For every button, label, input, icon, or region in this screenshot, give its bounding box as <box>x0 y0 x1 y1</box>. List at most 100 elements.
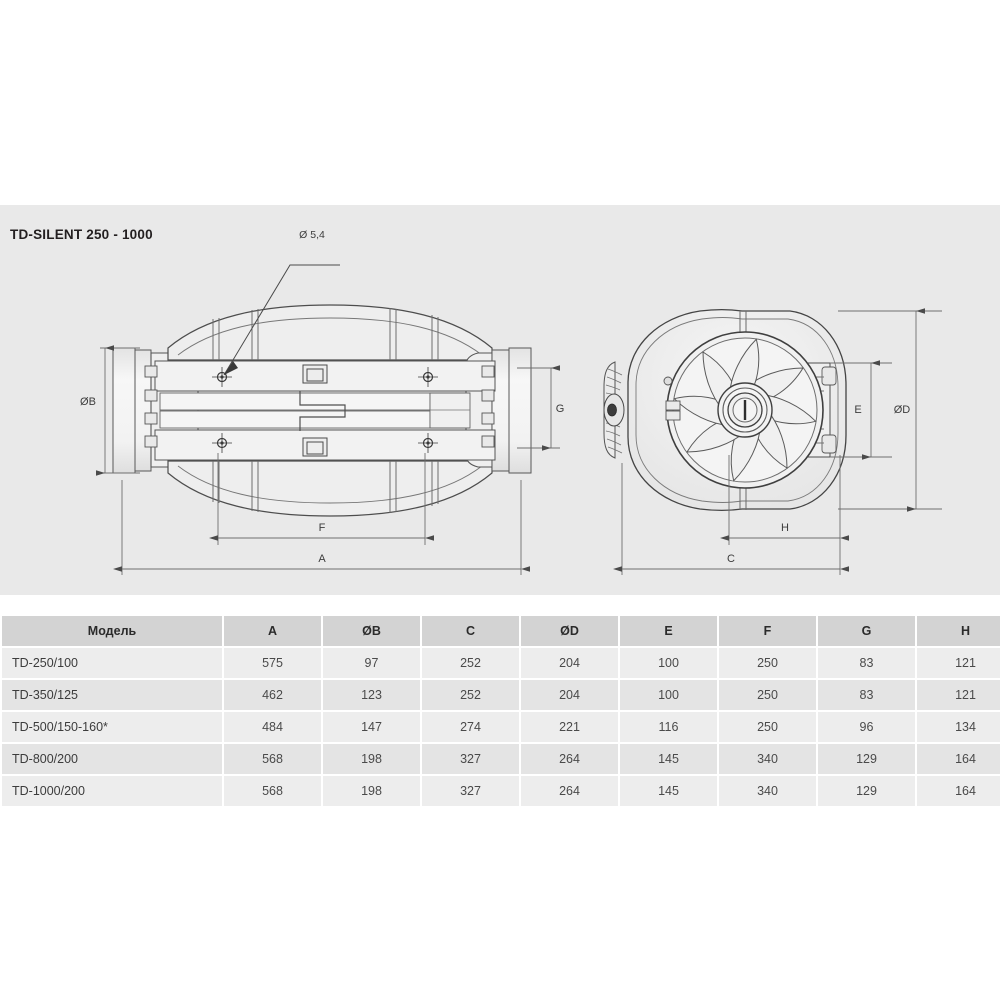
cell-g: 129 <box>818 744 915 774</box>
cell-g: 96 <box>818 712 915 742</box>
cell-h: 164 <box>917 744 1000 774</box>
internal-step-profile <box>299 391 346 431</box>
table-row: TD-250/100 575 97 252 204 100 250 83 121 <box>2 648 1000 678</box>
dimension-label-a: A <box>318 553 326 565</box>
cell-c: 327 <box>422 744 519 774</box>
outlet-duct-ribs <box>821 366 837 454</box>
column-header-c: C <box>422 616 519 646</box>
dimension-h <box>720 455 849 545</box>
body-upper-shell <box>167 304 493 361</box>
cell-e: 100 <box>620 648 717 678</box>
cell-a: 462 <box>224 680 321 710</box>
cell-c: 252 <box>422 680 519 710</box>
cell-a: 484 <box>224 712 321 742</box>
dimension-g <box>517 365 560 451</box>
cell-f: 340 <box>719 744 816 774</box>
cell-f: 250 <box>719 712 816 742</box>
dimension-label-ob: ØB <box>80 396 96 408</box>
cell-g: 129 <box>818 776 915 806</box>
column-header-f: F <box>719 616 816 646</box>
cell-ob: 198 <box>323 744 420 774</box>
cell-h: 134 <box>917 712 1000 742</box>
table-row: TD-500/150-160* 484 147 274 221 116 250 … <box>2 712 1000 742</box>
cell-od: 264 <box>521 744 618 774</box>
cell-g: 83 <box>818 680 915 710</box>
cell-ob: 97 <box>323 648 420 678</box>
motor-mount-block <box>429 392 471 429</box>
inner-duct-walls <box>159 392 431 429</box>
dimension-label-od: ØD <box>894 404 911 416</box>
cell-od: 221 <box>521 712 618 742</box>
column-header-h: H <box>917 616 1000 646</box>
cell-h: 121 <box>917 680 1000 710</box>
cell-model: TD-800/200 <box>2 744 222 774</box>
body-upper-inner-line <box>177 317 483 356</box>
cell-f: 250 <box>719 680 816 710</box>
cell-a: 568 <box>224 744 321 774</box>
diagram-title: TD-SILENT 250 - 1000 <box>10 227 153 242</box>
body-lower-ribs <box>212 461 439 513</box>
table-row: TD-800/200 568 198 327 264 145 340 129 1… <box>2 744 1000 774</box>
cell-model: TD-1000/200 <box>2 776 222 806</box>
cell-a: 568 <box>224 776 321 806</box>
latch-upper <box>302 364 328 384</box>
cell-ob: 147 <box>323 712 420 742</box>
dimension-label-e: E <box>854 404 861 416</box>
column-header-od: ØD <box>521 616 618 646</box>
dimension-label-g: G <box>556 403 565 415</box>
dimension-c <box>613 463 849 575</box>
cell-e: 100 <box>620 680 717 710</box>
body-upper-ribs <box>212 308 439 360</box>
dimension-label-h: H <box>781 522 789 534</box>
cell-model: TD-250/100 <box>2 648 222 678</box>
screw-hole-upper <box>212 367 232 387</box>
cell-c: 327 <box>422 776 519 806</box>
cell-od: 204 <box>521 680 618 710</box>
column-header-g: G <box>818 616 915 646</box>
dimension-ob <box>96 345 140 476</box>
cell-ob: 198 <box>323 776 420 806</box>
latch-lower <box>302 437 328 457</box>
cell-od: 264 <box>521 776 618 806</box>
cell-f: 250 <box>719 648 816 678</box>
right-duct-flange <box>491 347 532 474</box>
column-header-e: E <box>620 616 717 646</box>
cell-ob: 123 <box>323 680 420 710</box>
diagram-panel: TD-SILENT 250 - 1000 <box>0 205 1000 595</box>
screw-hole-lower-right <box>418 433 438 453</box>
screw-hole-upper-right <box>418 367 438 387</box>
dimension-label-c: C <box>727 553 735 565</box>
technical-drawing: ØB G F A Ø 5,4 <box>80 229 942 575</box>
screw-hole-lower <box>212 433 232 453</box>
cable-gland-hole <box>607 403 617 417</box>
housing-bracket-tabs <box>663 376 681 421</box>
cell-model: TD-350/125 <box>2 680 222 710</box>
cell-od: 204 <box>521 648 618 678</box>
cell-h: 164 <box>917 776 1000 806</box>
cell-h: 121 <box>917 648 1000 678</box>
cell-e: 145 <box>620 744 717 774</box>
body-lower-inner-line <box>177 465 483 504</box>
specification-table-container: Модель A ØB C ØD E F G H TD-250/100 575 … <box>0 614 1000 808</box>
body-lower-shell <box>167 460 493 517</box>
dimension-label-f: F <box>319 522 326 534</box>
left-flange-tabs <box>144 365 158 448</box>
column-header-model: Модель <box>2 616 222 646</box>
column-header-ob: ØB <box>323 616 420 646</box>
side-view-drawing: ØB G F A Ø 5,4 <box>80 229 942 575</box>
dimension-f <box>209 453 434 545</box>
cell-e: 145 <box>620 776 717 806</box>
right-flange-tabs <box>481 365 495 448</box>
callout-label-diameter: Ø 5,4 <box>299 229 325 241</box>
impeller-hub <box>717 382 773 438</box>
cell-a: 575 <box>224 648 321 678</box>
dimension-od <box>838 308 942 512</box>
end-view-housing-inner <box>635 317 839 503</box>
table-header-row: Модель A ØB C ØD E F G H <box>2 616 1000 646</box>
cell-model: TD-500/150-160* <box>2 712 222 742</box>
terminal-box-fins <box>605 368 623 454</box>
dimension-a <box>113 480 530 575</box>
cell-c: 274 <box>422 712 519 742</box>
column-header-a: A <box>224 616 321 646</box>
specification-table: Модель A ØB C ØD E F G H TD-250/100 575 … <box>0 614 1000 808</box>
